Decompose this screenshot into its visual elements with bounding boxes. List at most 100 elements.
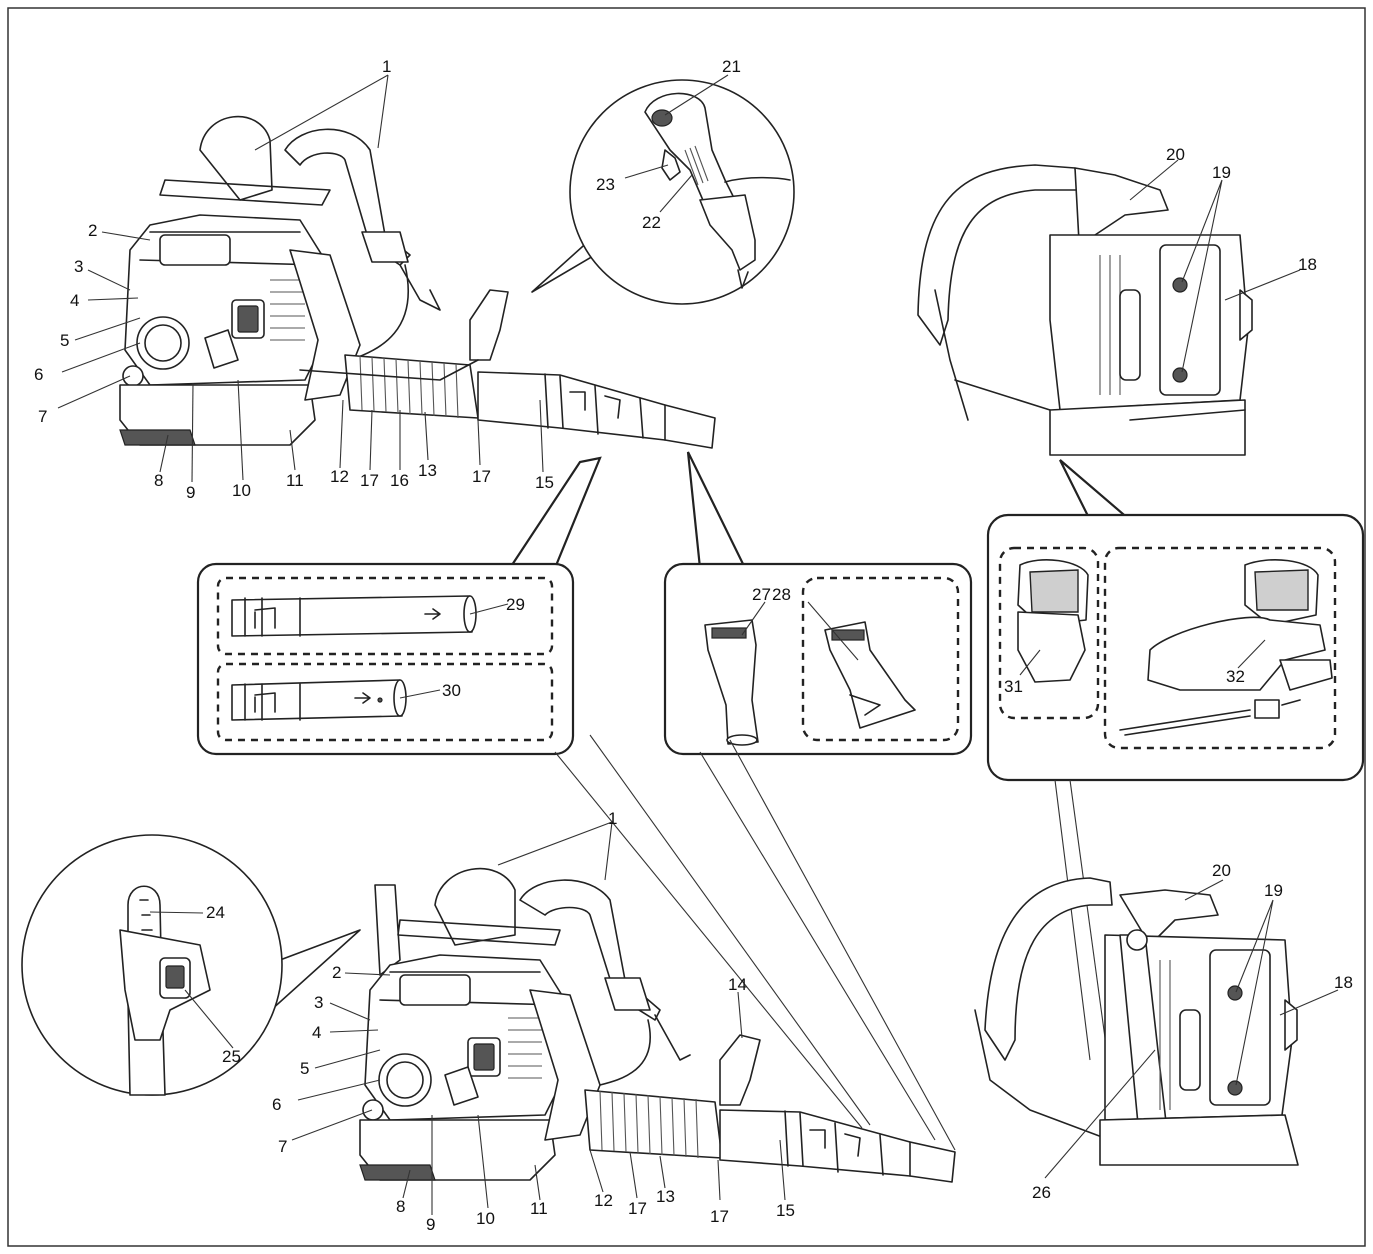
label-rear-bottom-20: 20 <box>1212 861 1231 880</box>
labels-rear-top: 20 19 18 <box>1166 145 1317 274</box>
label-rear-bottom-26: 26 <box>1032 1183 1051 1202</box>
label-bottom-13: 13 <box>656 1187 675 1206</box>
labels-handle-detail: 21 23 22 <box>596 57 741 232</box>
label-bottom-1: 1 <box>608 809 617 828</box>
label-bottom-7: 7 <box>278 1137 287 1156</box>
label-rear-top-19: 19 <box>1212 163 1231 182</box>
label-top-2: 2 <box>88 221 97 240</box>
bottom-throttle-handle <box>719 1034 761 1106</box>
label-30: 30 <box>442 681 461 700</box>
label-22: 22 <box>642 213 661 232</box>
labels-pipes: 29 30 <box>442 595 525 700</box>
label-top-17b: 17 <box>472 467 491 486</box>
label-bottom-15: 15 <box>776 1201 795 1220</box>
label-top-11: 11 <box>286 471 304 490</box>
label-top-12: 12 <box>330 467 349 486</box>
straps-panel-pointer <box>1059 459 1133 522</box>
label-bottom-12: 12 <box>594 1191 613 1210</box>
label-top-6: 6 <box>34 365 43 384</box>
top-strap-pad-left <box>199 115 273 201</box>
pipe-30 <box>231 679 407 721</box>
labels-top-unit: 1 2 3 4 5 6 7 8 9 10 11 12 17 16 13 17 1… <box>34 57 554 502</box>
labels-lever-detail: 24 25 <box>206 903 241 1066</box>
label-top-4: 4 <box>70 291 79 310</box>
rear-view-top <box>917 164 1253 456</box>
label-rear-top-20: 20 <box>1166 145 1185 164</box>
rear-top-base <box>1049 399 1246 456</box>
label-bottom-10: 10 <box>476 1209 495 1228</box>
label-bottom-6: 6 <box>272 1095 281 1114</box>
pipes-panel-box <box>196 562 575 756</box>
label-23: 23 <box>596 175 615 194</box>
label-top-15: 15 <box>535 473 554 492</box>
rear-bottom-base <box>1099 1114 1299 1166</box>
nozzles-panel <box>663 451 973 756</box>
straps-to-rear-line-b <box>1069 779 1109 1061</box>
top-strap-right-pad <box>361 231 409 263</box>
pipes-panel <box>196 456 602 756</box>
label-32: 32 <box>1226 667 1245 686</box>
label-27: 27 <box>752 585 771 604</box>
label-top-1: 1 <box>382 57 391 76</box>
blower-top <box>119 115 716 449</box>
label-top-17a: 17 <box>360 471 379 490</box>
label-bottom-2: 2 <box>332 963 341 982</box>
rear-view-bottom <box>974 877 1299 1166</box>
label-25: 25 <box>222 1047 241 1066</box>
rear-bottom-frame <box>984 877 1113 1061</box>
labels-bottom-unit: 1 2 3 4 5 6 7 8 9 10 11 12 17 13 14 17 1… <box>272 809 795 1234</box>
nozzles-to-bottom-line-b <box>729 739 956 1151</box>
straps-to-rear-line-a <box>1054 779 1091 1061</box>
label-21: 21 <box>722 57 741 76</box>
labels-rear-bottom: 20 19 18 26 <box>1032 861 1353 1202</box>
top-throttle-handle <box>469 289 509 361</box>
leader-lines <box>57 74 1339 1215</box>
bottom-lever-handle <box>374 884 401 976</box>
label-24: 24 <box>206 903 225 922</box>
label-28: 28 <box>772 585 791 604</box>
frame-border <box>7 7 1366 1247</box>
bottom-straight-pipe <box>719 1109 956 1183</box>
pipe-29 <box>231 595 477 637</box>
labels-straps: 31 32 <box>1004 667 1245 696</box>
label-bottom-5: 5 <box>300 1059 309 1078</box>
label-bottom-4: 4 <box>312 1023 321 1042</box>
label-bottom-9: 9 <box>426 1215 435 1234</box>
label-bottom-14: 14 <box>728 975 747 994</box>
pipes-panel-pointer <box>507 456 602 570</box>
label-bottom-8: 8 <box>396 1197 405 1216</box>
strap-option-32 <box>1119 559 1333 736</box>
label-bottom-11: 11 <box>530 1199 548 1218</box>
label-top-5: 5 <box>60 331 69 350</box>
label-bottom-17b: 17 <box>710 1207 729 1226</box>
label-rear-top-18: 18 <box>1298 255 1317 274</box>
label-bottom-17a: 17 <box>628 1199 647 1218</box>
nozzle-27 <box>704 619 759 746</box>
label-bottom-3: 3 <box>314 993 323 1012</box>
label-31: 31 <box>1004 677 1023 696</box>
label-top-7: 7 <box>38 407 47 426</box>
label-top-10: 10 <box>232 481 251 500</box>
label-top-16: 16 <box>390 471 409 490</box>
label-top-13: 13 <box>418 461 437 480</box>
lever-detail <box>21 834 361 1096</box>
label-top-9: 9 <box>186 483 195 502</box>
blower-bottom <box>359 867 956 1183</box>
label-top-3: 3 <box>74 257 83 276</box>
strap-option-31 <box>1017 559 1089 683</box>
nozzles-to-bottom-line-a <box>699 751 936 1141</box>
bottom-flex-hose <box>584 1089 723 1159</box>
label-rear-bottom-19: 19 <box>1264 881 1283 900</box>
bottom-strap-pad-left <box>434 867 516 946</box>
handle-detail <box>531 79 795 305</box>
pipes-to-bottom-line-b <box>589 734 871 1126</box>
straps-panel <box>986 459 1365 782</box>
label-rear-bottom-18: 18 <box>1334 973 1353 992</box>
label-top-8: 8 <box>154 471 163 490</box>
nozzles-panel-pointer <box>686 451 747 570</box>
pipes-to-bottom-line-a <box>554 751 863 1129</box>
labels-nozzles: 27 28 <box>752 585 791 604</box>
label-29: 29 <box>506 595 525 614</box>
